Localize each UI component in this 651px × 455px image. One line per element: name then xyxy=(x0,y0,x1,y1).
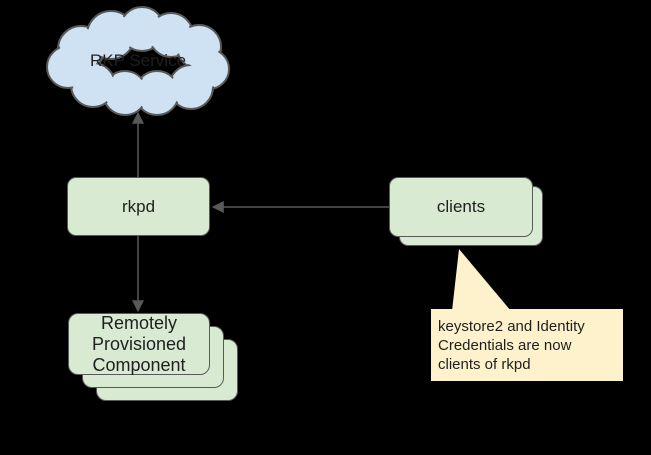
cloud-shape xyxy=(46,6,230,116)
callout-line1: keystore2 and Identity xyxy=(438,318,585,335)
rpc-label-line2: Provisioned xyxy=(91,333,187,354)
cloud-label: RKP Service xyxy=(89,51,187,70)
rpc-label-line3: Component xyxy=(92,354,186,375)
rkpd-label: rkpd xyxy=(121,196,156,216)
callout-line2: Credentials are now xyxy=(438,337,572,354)
rpc-box: Remotely Provisioned Component xyxy=(68,313,210,375)
callout-note: keystore2 and Identity Credentials are n… xyxy=(431,309,623,381)
rpc-label-line1: Remotely xyxy=(100,312,178,333)
callout-line3: clients of rkpd xyxy=(438,356,531,373)
clients-label: clients xyxy=(436,197,486,216)
rkpd-box: rkpd xyxy=(67,177,210,236)
callout-tail xyxy=(452,249,511,311)
clients-box: clients xyxy=(389,177,533,237)
